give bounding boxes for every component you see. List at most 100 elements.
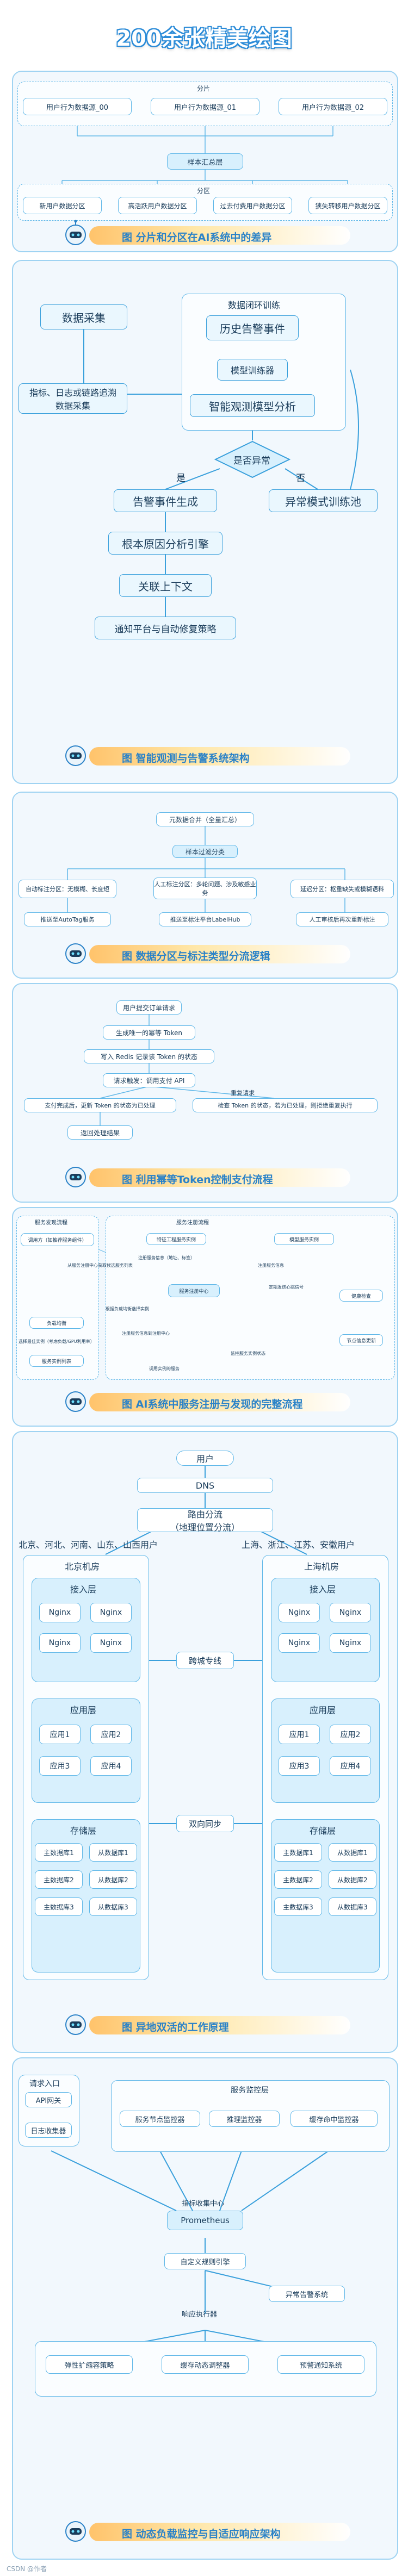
panel7-caption: 图 动态负载监控与自适应响应架构 [13, 2515, 397, 2547]
panel4-caption: 图 利用幂等Token控制支付流程 [13, 1161, 397, 1192]
inference-monitor-box: 推理监控器 [209, 2111, 280, 2127]
submit-order-box: 用户提交订单请求 [116, 1000, 182, 1015]
sh-app-4: 应用4 [330, 1756, 371, 1776]
shard-box-00: 用户行为数据源_00 [23, 98, 132, 115]
warning-notify-box: 预警通知系统 [277, 2355, 364, 2374]
sh-master-1: 主数据库1 [274, 1843, 322, 1862]
panel5-caption: 图 AI系统中服务注册与发现的完整流程 [13, 1385, 397, 1417]
bj-storage-layer [32, 1819, 140, 1973]
sh-slave-2: 从数据库2 [329, 1870, 376, 1889]
cross-city-box: 跨城专线 [176, 1652, 234, 1669]
update-token-box: 支付完成后，更新 Token 的状态为已处理 [24, 1098, 176, 1112]
data-collect-box: 数据采集 [40, 304, 127, 329]
caption-pill [89, 2016, 350, 2034]
bi-sync-box: 双向同步 [176, 1815, 234, 1832]
decision-diamond [214, 440, 290, 478]
model-analyzer-box: 智能观测模型分析 [190, 394, 315, 417]
sample-filter-box: 样本过滤分类 [172, 845, 238, 858]
sh-app-layer [271, 1698, 380, 1803]
panel4-connectors [100, 1015, 275, 1125]
sh-master-2: 主数据库2 [274, 1870, 322, 1889]
panel-dynamic-load: 请求入口 API网关 日志收集器 服务监控层 服务节点监控器 推理监控器 缓存命… [12, 2057, 398, 2560]
caption-pill [89, 1393, 350, 1411]
node-monitor-box: 服务节点监控器 [120, 2111, 200, 2127]
bj-master-1: 主数据库1 [35, 1843, 83, 1862]
sample-aggregation-box: 样本汇总层 [167, 153, 243, 170]
robot-icon [65, 1391, 86, 1412]
api-gateway-box: API网关 [25, 2092, 72, 2107]
bj-nginx-4: Nginx [90, 1633, 132, 1653]
panel-shard-partition: 分片 用户行为数据源_00 用户行为数据源_01 用户行为数据源_02 样本汇总… [12, 71, 398, 252]
heartbeat-label: 定期发送心跳信号 [269, 1285, 304, 1290]
caption-text: 图 AI系统中服务注册与发现的完整流程 [122, 1398, 303, 1410]
bj-app-label: 应用层 [70, 1705, 97, 1715]
route-box: 路由分流 （地理位置分流） [137, 1508, 273, 1533]
page-header: 200余张精美绘图 [0, 0, 408, 65]
loop-title: 数据闭环训练 [228, 300, 281, 310]
sh-app-3: 应用3 [279, 1756, 320, 1776]
bj-app-4: 应用4 [90, 1756, 132, 1776]
left-users-label: 北京、河北、河南、山东、山西用户 [18, 1540, 158, 1550]
bj-nginx-1: Nginx [39, 1603, 81, 1622]
health-check-box: 健康检查 [339, 1290, 383, 1302]
autoscale-box: 弹性扩缩容策略 [46, 2355, 133, 2374]
panel-observability: 数据采集 指标、日志或链路追溯 数据采集 数据闭环训练 历史告警事件 模型训练器… [12, 260, 398, 784]
partition-label: 分区 [197, 187, 211, 195]
check-token-box: 检查 Token 的状态，若为已处理，则拒绝重复执行 [193, 1098, 378, 1112]
rule-engine-box: 自定义规则引擎 [164, 2253, 246, 2269]
panel-data-partition: 元数据合并（全量汇总） 样本过滤分类 自动标注分区：无模糊、长度短 人工标注分区… [12, 792, 398, 979]
right-users-label: 上海、浙江、江苏、安徽用户 [242, 1540, 355, 1550]
discovery-title: 服务发现流程 [35, 1220, 67, 1226]
call-pay-api-box: 请求触发：调用支付 API [103, 1073, 195, 1087]
register-info-label: 注册服务信息（地址、标签） [138, 1255, 195, 1260]
sh-nginx-3: Nginx [279, 1633, 320, 1653]
robot-icon [65, 2014, 86, 2035]
sh-slave-1: 从数据库1 [329, 1843, 376, 1862]
alert-gen-box: 告警事件生成 [114, 489, 217, 512]
sh-app-2: 应用2 [330, 1725, 371, 1744]
footer: CSDN @作者 [0, 2561, 408, 2576]
sh-storage-layer [271, 1819, 380, 1973]
register-title: 服务注册流程 [176, 1220, 209, 1226]
bj-master-2: 主数据库2 [35, 1870, 83, 1889]
shard-label: 分片 [197, 85, 211, 92]
bj-app-2: 应用2 [90, 1725, 132, 1744]
monitor-label: 服务监控层 [231, 2086, 269, 2095]
notify-box: 通知平台与自动修复策略 [95, 617, 236, 639]
decision-label: 是否异常 [233, 456, 270, 466]
bj-master-3: 主数据库3 [35, 1897, 83, 1916]
abnormal-pool-box: 异常模式训练池 [269, 489, 378, 512]
best-instance-label: 选择最佳实例（考虑负载/GPU利用率） [18, 1339, 95, 1344]
exec-label: 响应执行器 [182, 2311, 218, 2319]
caption-text: 图 动态负载监控与自适应响应架构 [122, 2528, 281, 2540]
robot-icon [65, 220, 86, 245]
bj-access-label: 接入层 [70, 1584, 97, 1595]
node-update-box: 节点信息更新 [339, 1334, 383, 1346]
register-info2-label: 注册服务信息 [258, 1263, 284, 1268]
manual-label-partition-box: 人工标注分区：多轮问题、涉及敏感业务 [153, 878, 257, 899]
gen-token-box: 生成唯一的幂等 Token [103, 1025, 195, 1040]
panel3-caption: 图 数据分区与标注类型分流逻辑 [13, 937, 397, 969]
autotag-box: 推送至AutoTag服务 [24, 912, 111, 926]
shard-box-01: 用户行为数据源_01 [151, 98, 259, 115]
route-line2: （地理位置分流） [170, 1522, 240, 1533]
robot-icon [65, 745, 86, 766]
route-line1: 路由分流 [187, 1509, 222, 1520]
partition-box-active: 高活跃用户数据分区 [118, 197, 197, 214]
alarm-system-box: 异常告警系统 [269, 2286, 345, 2302]
bj-storage-label: 存储层 [70, 1826, 97, 1836]
sh-nginx-2: Nginx [330, 1603, 371, 1622]
return-result-box: 返回处理结果 [67, 1125, 133, 1140]
write-redis-box: 写入 Redis 记录该 Token 的状态 [84, 1049, 214, 1063]
user-node: 用户 [176, 1451, 234, 1466]
footer-watermark: CSDN @作者 [7, 2565, 47, 2573]
caption-text: 图 数据分区与标注类型分流逻辑 [122, 950, 270, 962]
caption-text: 图 利用幂等Token控制支付流程 [122, 1174, 273, 1186]
log-collector-box: 日志收集器 [25, 2123, 72, 2138]
hub-label: 指标收集中心 [182, 2200, 225, 2208]
panel-idempotent-token: 用户提交订单请求 生成唯一的幂等 Token 写入 Redis 记录该 Toke… [12, 983, 398, 1203]
registry-center-box: 服务注册中心 [168, 1284, 220, 1297]
labelhub-box: 推送至标注平台LabelHub [159, 912, 251, 926]
bj-access-layer [32, 1578, 140, 1682]
bj-slave-3: 从数据库3 [89, 1897, 137, 1916]
